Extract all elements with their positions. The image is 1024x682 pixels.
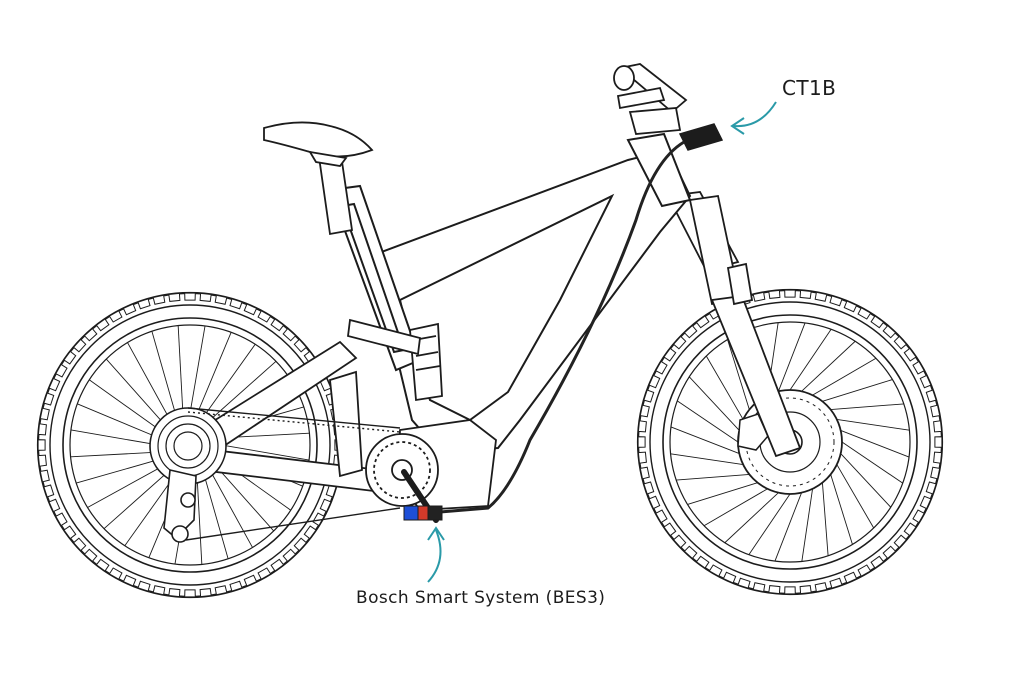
rear-cassette bbox=[149, 407, 227, 485]
front-wheel bbox=[636, 288, 944, 596]
main-frame bbox=[328, 132, 692, 454]
label-bosch-smart-system: Bosch Smart System (BES3) bbox=[356, 588, 606, 608]
bosch-connector bbox=[403, 505, 443, 521]
seatpost-saddle bbox=[263, 121, 374, 236]
callout-arrow-bosch bbox=[427, 526, 445, 583]
rear-shock bbox=[347, 318, 443, 402]
callout-arrow-ct1b bbox=[730, 101, 777, 135]
front-fork bbox=[666, 191, 802, 458]
rear-derailleur bbox=[163, 469, 197, 543]
motor-crank bbox=[365, 419, 497, 523]
label-ct1b: CT1B bbox=[782, 76, 837, 100]
control-cable bbox=[439, 140, 685, 514]
chain bbox=[185, 407, 401, 541]
ct1b-remote bbox=[678, 123, 724, 151]
front-tire-tread bbox=[637, 289, 943, 595]
handlebar-stem bbox=[613, 63, 688, 135]
